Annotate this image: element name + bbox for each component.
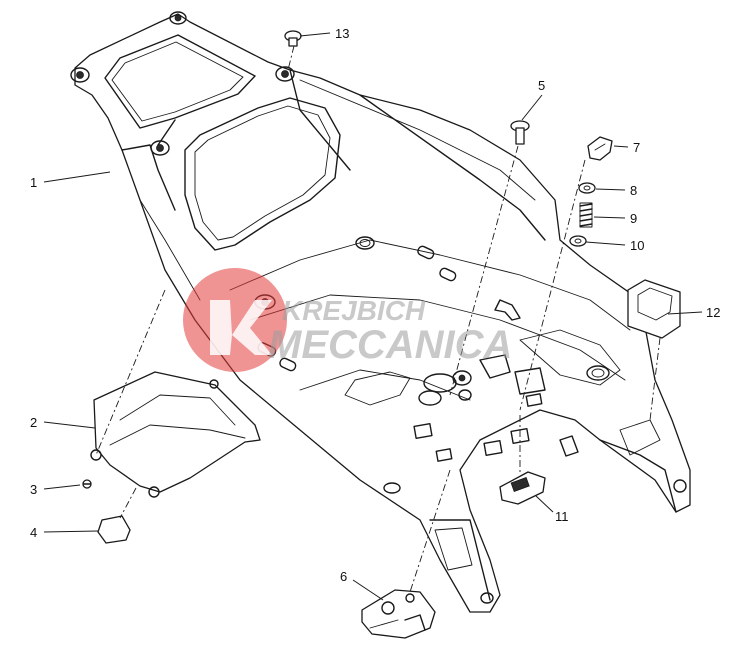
seat-lock-part[interactable] (361, 589, 436, 639)
callout-11: 11 (555, 509, 569, 524)
callout-3: 3 (30, 482, 37, 497)
watermark: KREJBICH MECCANICA (183, 268, 512, 372)
callout-4: 4 (30, 525, 37, 540)
clip-part[interactable] (587, 136, 613, 161)
washer-part[interactable] (578, 182, 596, 194)
callout-5: 5 (538, 78, 545, 93)
watermark-line1: KREJBICH (282, 295, 426, 326)
callout-13: 13 (335, 26, 349, 41)
callout-1: 1 (30, 175, 37, 190)
callout-2: 2 (30, 415, 37, 430)
assembly-lines (95, 45, 661, 593)
callout-12: 12 (706, 305, 720, 320)
rivet-part[interactable] (510, 120, 530, 145)
callout-labels: 1 2 3 4 5 6 7 8 9 10 11 12 13 (30, 26, 720, 584)
latch-part[interactable] (499, 471, 546, 505)
callout-7: 7 (633, 140, 640, 155)
watermark-line2: MECCANICA (268, 323, 512, 367)
undertray-cover-part[interactable] (90, 371, 261, 498)
rear-subframe-part[interactable] (70, 11, 691, 613)
watermark-logo-mark (210, 300, 272, 355)
callout-8: 8 (630, 183, 637, 198)
callout-10: 10 (630, 238, 644, 253)
screw-part[interactable] (82, 479, 92, 489)
callout-9: 9 (630, 211, 637, 226)
rubber-pad-part[interactable] (97, 515, 131, 544)
tail-box-part[interactable] (627, 279, 681, 339)
spring-part[interactable] (579, 202, 593, 228)
plug-part[interactable] (284, 30, 302, 47)
callout-leaders (43, 32, 703, 601)
callout-6: 6 (340, 569, 347, 584)
washer-small-part[interactable] (569, 235, 587, 247)
